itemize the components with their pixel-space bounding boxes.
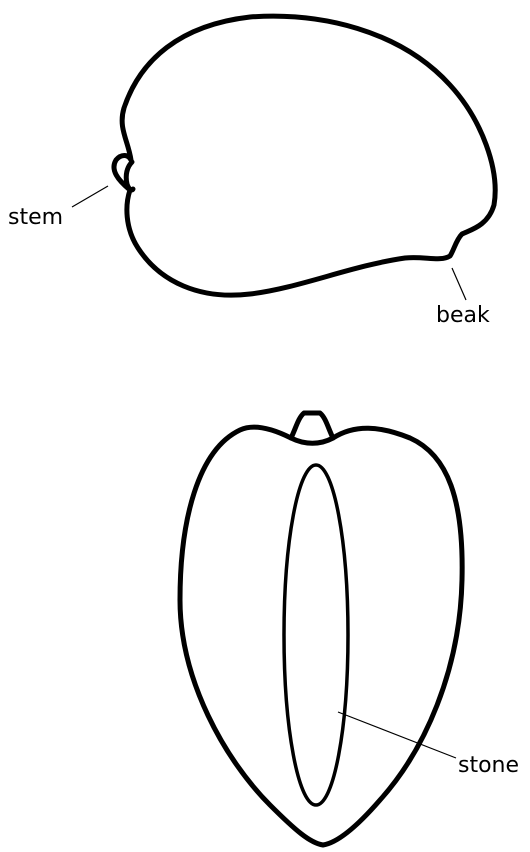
mango-front-outline bbox=[180, 427, 462, 845]
stone-outline bbox=[284, 465, 348, 805]
beak-label: beak bbox=[436, 303, 490, 328]
stem-label: stem bbox=[8, 205, 63, 230]
mango-side-view bbox=[114, 16, 495, 295]
beak-leader-line bbox=[452, 268, 466, 300]
stem-loop bbox=[126, 162, 133, 190]
stem-leader-line bbox=[72, 186, 108, 207]
mango-side-outline bbox=[114, 16, 495, 295]
mango-front-view bbox=[180, 413, 462, 845]
stone-label: stone bbox=[458, 753, 519, 778]
stem-nub bbox=[291, 413, 333, 438]
stone-leader-line bbox=[338, 712, 456, 758]
